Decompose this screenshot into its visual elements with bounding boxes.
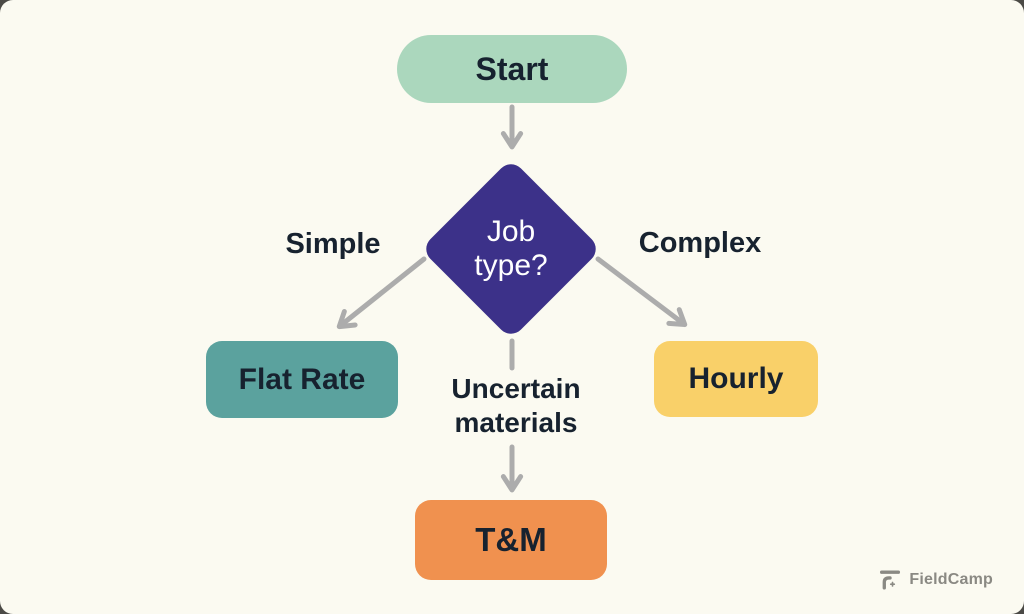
watermark-brand-text: FieldCamp <box>909 570 993 588</box>
node-hourly: Hourly <box>654 341 818 417</box>
arrow-decision-to-flat-rate <box>336 256 427 330</box>
decision-label-text: Job type? <box>474 214 548 283</box>
arrow-decision-to-hourly <box>595 256 688 328</box>
edge-label-complex: Complex <box>638 227 762 259</box>
edge-label-simple: Simple <box>285 228 381 260</box>
node-decision: Job type? <box>420 158 602 340</box>
watermark-fieldcamp: FieldCamp <box>877 567 993 592</box>
decision-label: Job type? <box>427 185 595 313</box>
node-tm: T&M <box>415 500 607 580</box>
node-start: Start <box>397 35 627 103</box>
fieldcamp-logo-icon <box>880 570 901 590</box>
node-flat-rate: Flat Rate <box>206 341 398 418</box>
edge-label-uncertain-materials: Uncertain materials <box>451 373 581 439</box>
